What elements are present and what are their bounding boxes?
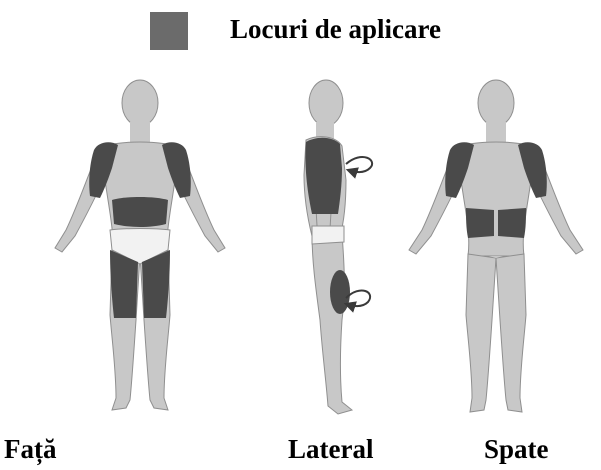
side-view-label: Lateral — [288, 434, 373, 465]
side-thigh-area — [330, 270, 350, 314]
front-neck — [130, 122, 150, 142]
side-underwear — [312, 226, 344, 244]
side-view-figure — [304, 80, 372, 414]
side-head — [309, 80, 343, 126]
front-head — [122, 80, 158, 126]
back-lower-back-area-right — [498, 208, 526, 238]
back-view-label: Spate — [484, 434, 549, 465]
front-right-thigh-area — [142, 250, 170, 318]
front-abdomen-area — [112, 197, 168, 227]
front-left-thigh-area — [110, 250, 138, 318]
side-leg — [312, 234, 352, 414]
back-lower-back-area — [466, 208, 494, 238]
side-upper-arrow — [346, 157, 372, 172]
front-view-label: Față — [4, 434, 56, 465]
side-upper-arm-area — [305, 138, 342, 214]
back-neck — [486, 122, 506, 142]
back-left-leg — [466, 254, 496, 412]
back-head — [478, 80, 514, 126]
back-view-figure — [409, 80, 583, 412]
back-right-leg — [496, 254, 526, 412]
front-view-figure — [55, 80, 225, 410]
